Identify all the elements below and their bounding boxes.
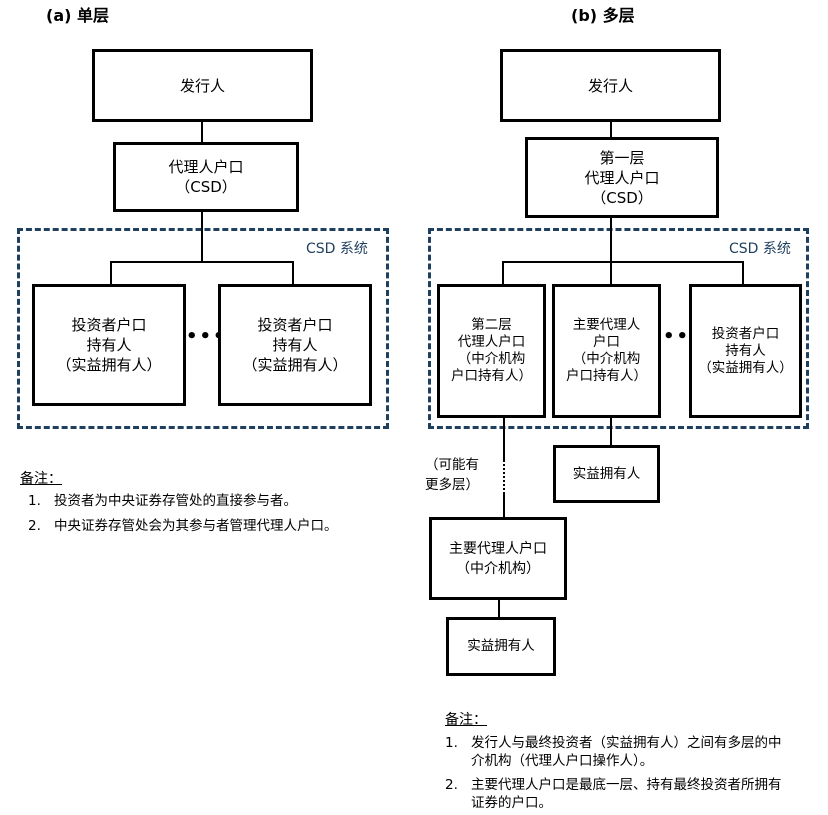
connector-a-right-drop bbox=[292, 261, 294, 285]
more-tiers-note: （可能有 更多层） bbox=[412, 455, 492, 495]
connector-a-left-drop bbox=[110, 261, 112, 285]
connector-b-horizontal bbox=[502, 261, 744, 263]
issuer-box-a: 发行人 bbox=[92, 49, 313, 122]
bo-bottom-label: 实益拥有人 bbox=[467, 638, 535, 654]
connector-b2 bbox=[610, 218, 612, 262]
connector-b-dotted bbox=[503, 460, 505, 494]
investor-a-left-line-2: 持有人 bbox=[86, 336, 132, 354]
investor-b-line-2: 持有人 bbox=[725, 342, 766, 359]
more-tiers-line-1: （可能有 bbox=[425, 457, 479, 473]
connector-b-to-bo-bottom bbox=[498, 600, 500, 618]
note-b-1-line-1: 发行人与最终投资者（实益拥有人）之间有多层的中 bbox=[471, 735, 782, 751]
panel-a-title: (a) 单层 bbox=[46, 6, 109, 25]
primary-line-1: 主要代理人 bbox=[572, 317, 641, 333]
connector-a1 bbox=[201, 122, 203, 143]
investor-b-line-1: 投资者户口 bbox=[711, 325, 780, 342]
csd-label-a: CSD 系统 bbox=[306, 241, 368, 257]
note-b-1-num: 1. bbox=[445, 735, 458, 751]
tier1-line-2: 代理人户口 bbox=[584, 168, 660, 187]
connector-b-to-primary-bottom bbox=[503, 494, 505, 518]
connector-a-horizontal bbox=[110, 261, 294, 263]
issuer-label-b: 发行人 bbox=[587, 76, 633, 95]
note-a-1-num: 1. bbox=[28, 493, 41, 509]
investor-box-b: 投资者户口 持有人 （实益拥有人） bbox=[689, 284, 802, 418]
note-b-2-line-2: 证券的户口。 bbox=[471, 795, 552, 811]
notes-title-b: 备注： bbox=[445, 712, 487, 728]
tier2-box-b: 第二层 代理人户口 （中介机构 户口持有人） bbox=[437, 284, 546, 418]
tier1-line-1: 第一层 bbox=[599, 148, 645, 167]
primary-line-4: 户口持有人） bbox=[566, 368, 647, 384]
nominee-line-a-1: 代理人户口 bbox=[168, 158, 244, 176]
investor-a-left-line-3: （实益拥有人） bbox=[56, 356, 162, 374]
beneficial-owner-box-b-right: 实益拥有人 bbox=[553, 445, 660, 503]
note-b-2-line-1: 主要代理人户口是最底一层、持有最终投资者所拥有 bbox=[471, 777, 782, 793]
ellipsis-a: ••• bbox=[186, 326, 227, 347]
connector-b1 bbox=[610, 122, 612, 138]
note-b-1: 1. 发行人与最终投资者（实益拥有人）之间有多层的中 介机构（代理人户口操作人）… bbox=[445, 734, 825, 770]
investor-box-a-right: 投资者户口 持有人 （实益拥有人） bbox=[218, 284, 372, 406]
more-tiers-line-2: 更多层） bbox=[425, 477, 479, 493]
note-b-1-text: 发行人与最终投资者（实益拥有人）之间有多层的中 介机构（代理人户口操作人）。 bbox=[471, 734, 782, 770]
connector-b-mid-drop bbox=[610, 261, 612, 285]
tier2-line-4: 户口持有人） bbox=[451, 368, 532, 384]
notes-title-a: 备注： bbox=[20, 471, 62, 487]
primary-bottom-line-2: （中介机构） bbox=[456, 560, 540, 577]
connector-b-left-drop bbox=[502, 261, 504, 285]
beneficial-owner-box-b-bottom: 实益拥有人 bbox=[446, 617, 556, 676]
tier1-line-3: （CSD） bbox=[591, 188, 653, 207]
connector-b-primary-down bbox=[610, 418, 612, 446]
csd-label-b: CSD 系统 bbox=[729, 241, 791, 257]
tier2-line-1: 第二层 bbox=[471, 317, 512, 333]
connector-b-tier2-down bbox=[503, 418, 505, 460]
note-a-1: 1. 投资者为中央证券存管处的直接参与者。 bbox=[28, 492, 398, 510]
note-b-2: 2. 主要代理人户口是最底一层、持有最终投资者所拥有 证券的户口。 bbox=[445, 776, 825, 812]
connector-a2 bbox=[201, 212, 203, 262]
tier2-line-2: 代理人户口 bbox=[457, 334, 526, 350]
investor-box-a-left: 投资者户口 持有人 （实益拥有人） bbox=[32, 284, 186, 406]
note-a-2-num: 2. bbox=[28, 518, 41, 534]
note-b-2-text: 主要代理人户口是最底一层、持有最终投资者所拥有 证券的户口。 bbox=[471, 776, 782, 812]
note-b-2-num: 2. bbox=[445, 777, 458, 793]
csd-system-frame-b bbox=[428, 228, 809, 429]
tier2-line-3: （中介机构 bbox=[457, 351, 526, 367]
note-a-2-text: 中央证券存管处会为其参与者管理代理人户口。 bbox=[54, 518, 338, 534]
bo-right-label: 实益拥有人 bbox=[572, 465, 641, 482]
panel-b-title: (b) 多层 bbox=[571, 6, 635, 25]
note-a-1-text: 投资者为中央证券存管处的直接参与者。 bbox=[54, 493, 297, 509]
issuer-box-b: 发行人 bbox=[500, 49, 721, 122]
investor-a-left-line-1: 投资者户口 bbox=[71, 316, 147, 334]
csd-system-frame-a bbox=[17, 228, 389, 429]
note-a-2: 2. 中央证券存管处会为其参与者管理代理人户口。 bbox=[28, 517, 398, 535]
issuer-label-a: 发行人 bbox=[179, 76, 225, 95]
investor-b-line-3: （实益拥有人） bbox=[698, 359, 793, 376]
investor-a-right-line-2: 持有人 bbox=[272, 336, 318, 354]
tier1-box-b: 第一层 代理人户口 （CSD） bbox=[525, 137, 719, 218]
connector-b-right-drop bbox=[742, 261, 744, 285]
primary-line-3: （中介机构 bbox=[572, 351, 641, 367]
primary-nominee-box-b: 主要代理人 户口 （中介机构 户口持有人） bbox=[552, 284, 661, 418]
investor-a-right-line-1: 投资者户口 bbox=[257, 316, 333, 334]
investor-a-right-line-3: （实益拥有人） bbox=[242, 356, 348, 374]
nominee-box-a: 代理人户口 （CSD） bbox=[113, 142, 299, 212]
note-b-1-line-2: 介机构（代理人户口操作人）。 bbox=[471, 753, 654, 769]
primary-bottom-line-1: 主要代理人户口 bbox=[449, 540, 547, 557]
ellipsis-b: •• bbox=[663, 326, 691, 347]
nominee-line-a-2: （CSD） bbox=[175, 178, 237, 196]
primary-nominee-box-b-bottom: 主要代理人户口 （中介机构） bbox=[429, 517, 567, 600]
primary-line-2: 户口 bbox=[593, 334, 620, 350]
